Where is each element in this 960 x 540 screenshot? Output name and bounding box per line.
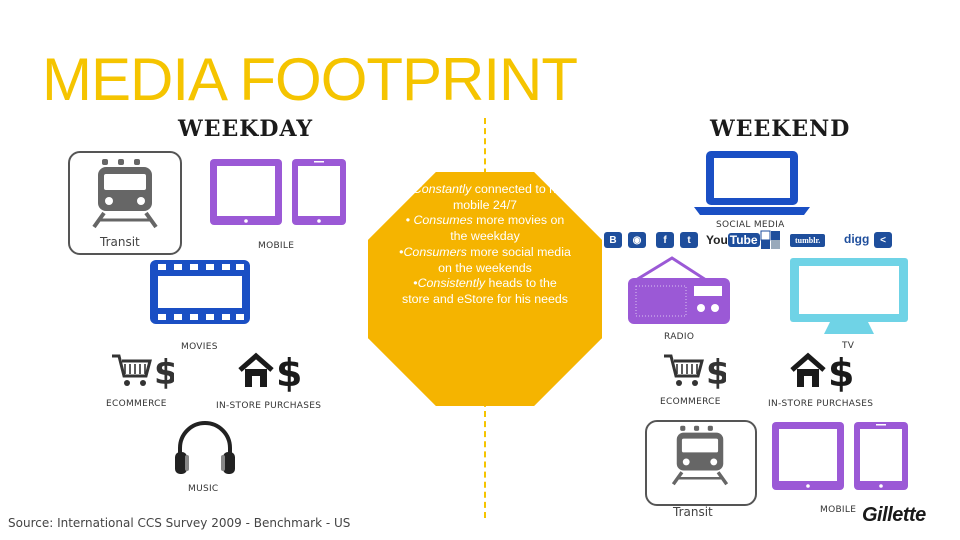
transit-label-weekend: Transit <box>673 505 713 519</box>
share-icon: < <box>874 232 892 248</box>
brand-logo: Gillette <box>862 504 926 526</box>
mobile-label-weekend: MOBILE <box>820 505 857 515</box>
summary-octagon <box>368 172 602 406</box>
twitter-icon: t <box>680 232 698 248</box>
transit-card-weekday: Transit <box>68 151 182 255</box>
store-dollar-icon-weekend: $ <box>790 351 854 392</box>
page-title: MEDIA FOOTPRINT <box>42 46 578 113</box>
tumblr-icon: tumblr. <box>790 234 826 247</box>
svg-text:$: $ <box>154 353 174 390</box>
music-label: MUSIC <box>188 484 219 494</box>
radio-icon <box>628 256 730 324</box>
tablet-phone-icon-weekday <box>210 159 346 225</box>
instore-label-weekend: IN-STORE PURCHASES <box>768 399 874 409</box>
delicious-icon <box>760 230 780 249</box>
laptop-icon <box>694 151 810 215</box>
social-media-label: SOCIAL MEDIA <box>716 220 785 230</box>
digg-icon: digg <box>844 232 870 246</box>
source-note: Source: International CCS Survey 2009 - … <box>8 516 351 530</box>
radio-label: RADIO <box>664 332 695 342</box>
transit-card-weekend <box>645 420 757 506</box>
facebook-icon: f <box>656 232 674 248</box>
blogger-icon: B <box>604 232 622 248</box>
weekend-heading: Weekend <box>710 116 851 142</box>
summary-bullet-4: •Consistently heads to the store and eSt… <box>402 276 568 306</box>
summary-bullet-2: • Consumes more movies on the weekday <box>405 213 565 244</box>
train-icon <box>92 159 158 229</box>
transit-label-weekday: Transit <box>100 235 140 249</box>
mobile-label-weekday: MOBILE <box>258 241 295 251</box>
cart-dollar-icon-weekend: $ <box>664 353 726 390</box>
svg-text:$: $ <box>276 351 302 392</box>
ecommerce-label-weekend: ECOMMERCE <box>660 397 721 407</box>
tv-icon <box>790 258 908 334</box>
summary-text: • Constantly connected to his mobile 24/… <box>398 182 572 308</box>
weekday-heading: Weekday <box>178 116 314 142</box>
ecommerce-label-weekday: ECOMMERCE <box>106 399 167 409</box>
instore-label-weekday: IN-STORE PURCHASES <box>216 401 322 411</box>
tablet-phone-icon-weekend <box>772 422 908 490</box>
rss-icon: ◉ <box>628 232 646 248</box>
cart-dollar-icon-weekday: $ <box>112 353 174 390</box>
movies-label: MOVIES <box>181 342 218 352</box>
svg-text:$: $ <box>828 351 854 392</box>
svg-text:$: $ <box>706 353 726 390</box>
tv-label: TV <box>842 341 855 351</box>
train-icon <box>671 425 729 486</box>
store-dollar-icon-weekday: $ <box>238 351 302 392</box>
headphones-icon <box>175 421 235 474</box>
summary-bullet-3: •Consumers more social media on the week… <box>399 244 571 275</box>
film-strip-icon <box>150 260 250 324</box>
summary-bullet-1: • Constantly connected to his mobile 24/… <box>404 182 566 212</box>
